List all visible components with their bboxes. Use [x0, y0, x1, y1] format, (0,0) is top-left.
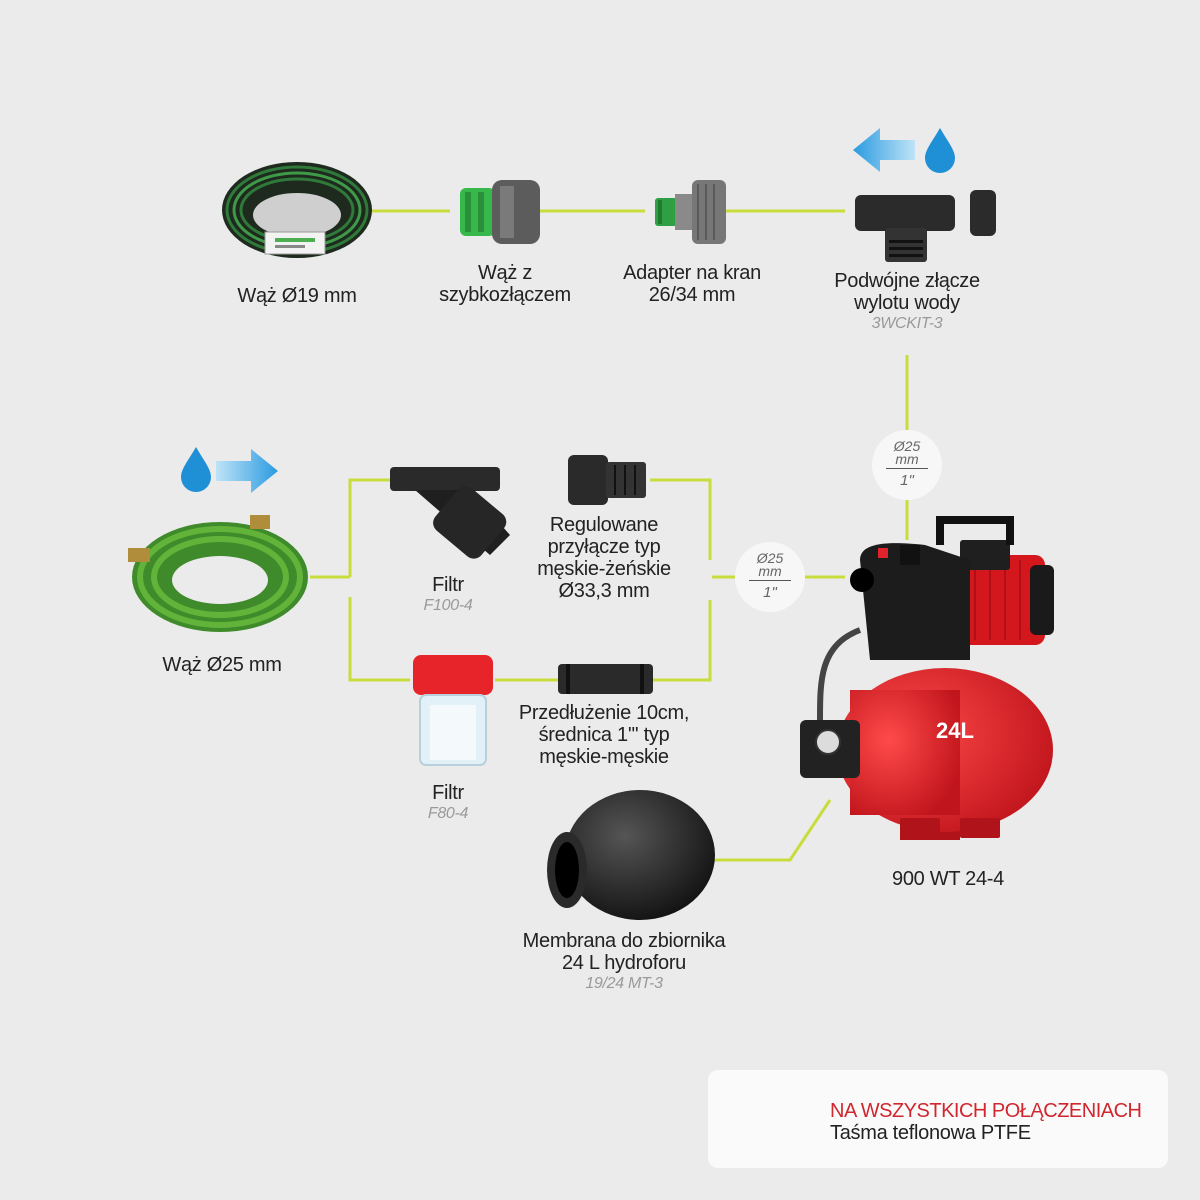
pump-image	[800, 516, 1054, 840]
pump-label: 900 WT 24-4	[892, 868, 1004, 890]
water-drop-icon	[181, 447, 211, 492]
inlet-flow-icons	[181, 447, 278, 493]
extension-image	[558, 664, 653, 694]
connector-lines	[310, 209, 909, 862]
double-outlet-connector-image	[855, 190, 996, 262]
hose-19-image	[222, 162, 372, 258]
pump-tank-label: 24L	[936, 718, 974, 743]
outlet-flow-icons	[853, 128, 955, 173]
water-drop-icon	[925, 128, 955, 173]
tape-note-subtitle: Taśma teflonowa PTFE	[830, 1122, 1031, 1144]
extension-label: Przedłużenie 10cm, średnica 1''' typ męs…	[518, 702, 690, 768]
double-outlet-label: Podwójne złącze wylotu wody 3WCKIT-3	[834, 270, 980, 332]
hose-19-label: Wąż Ø19 mm	[237, 285, 357, 307]
membrane-image	[547, 790, 715, 920]
tap-adapter-image	[655, 180, 726, 244]
hose-25-image	[128, 515, 308, 632]
adjustable-connector-image	[568, 455, 646, 505]
adjustable-connector-label: Regulowane przyłącze typ męskie-żeńskie …	[537, 514, 671, 602]
membrane-label: Membrana do zbiornika 24 L hydroforu 19/…	[522, 930, 726, 992]
tape-note-title: NA WSZYSTKICH POŁĄCZENIACH	[830, 1100, 1142, 1122]
hose-25-label: Wąż Ø25 mm	[162, 654, 282, 676]
filter-f80-image	[413, 655, 493, 766]
ptfe-tape-note: NA WSZYSTKICH POŁĄCZENIACH Taśma teflono…	[708, 1070, 1168, 1168]
quick-hose-label: Wąż z szybkozłączem	[439, 262, 571, 306]
filter-f100-label: Filtr F100-4	[423, 574, 473, 614]
tap-adapter-label: Adapter na kran 26/34 mm	[623, 262, 761, 306]
arrow-left-icon	[853, 128, 915, 172]
arrow-right-icon	[216, 449, 278, 493]
quick-hose-connector-image	[460, 180, 540, 244]
filter-f80-label: Filtr F80-4	[427, 782, 469, 822]
filter-f100-image	[390, 467, 510, 559]
